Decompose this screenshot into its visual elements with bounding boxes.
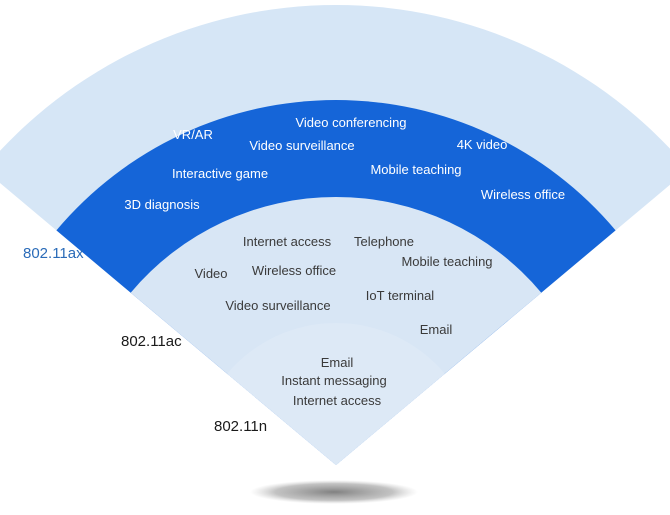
ac-item-video-surveillance: Video surveillance bbox=[225, 298, 331, 313]
ax-item-video-conferencing: Video conferencing bbox=[295, 115, 407, 130]
ax-item-4k-video: 4K video bbox=[456, 137, 508, 152]
ax-item-mobile-teaching: Mobile teaching bbox=[370, 162, 462, 177]
inner-band-80211n bbox=[227, 322, 445, 465]
ax-item-interactive-game: Interactive game bbox=[171, 166, 269, 181]
standard-label-80211n: 802.11n bbox=[214, 418, 268, 435]
n-item-internet-access: Internet access bbox=[292, 393, 382, 408]
ac-item-video: Video bbox=[194, 266, 228, 281]
ac-item-iot-terminal: IoT terminal bbox=[365, 288, 435, 303]
standard-label-80211ac: 802.11ac bbox=[121, 333, 182, 350]
n-item-instant-messaging: Instant messaging bbox=[281, 373, 387, 388]
ac-item-wireless-office: Wireless office bbox=[251, 263, 337, 278]
ax-item-video-surveillance: Video surveillance bbox=[249, 138, 355, 153]
ac-item-telephone: Telephone bbox=[354, 234, 414, 249]
ac-item-mobile-teaching: Mobile teaching bbox=[401, 254, 493, 269]
ac-item-email: Email bbox=[419, 322, 453, 337]
base-shadow bbox=[250, 480, 418, 504]
ac-item-internet-access: Internet access bbox=[242, 234, 332, 249]
standard-label-80211ax: 802.11ax bbox=[23, 245, 84, 262]
ax-item-wireless-office: Wireless office bbox=[480, 187, 566, 202]
ax-item-3d-diagnosis: 3D diagnosis bbox=[124, 197, 200, 212]
ax-item-vr-ar: VR/AR bbox=[173, 127, 213, 142]
n-item-email: Email bbox=[320, 355, 354, 370]
